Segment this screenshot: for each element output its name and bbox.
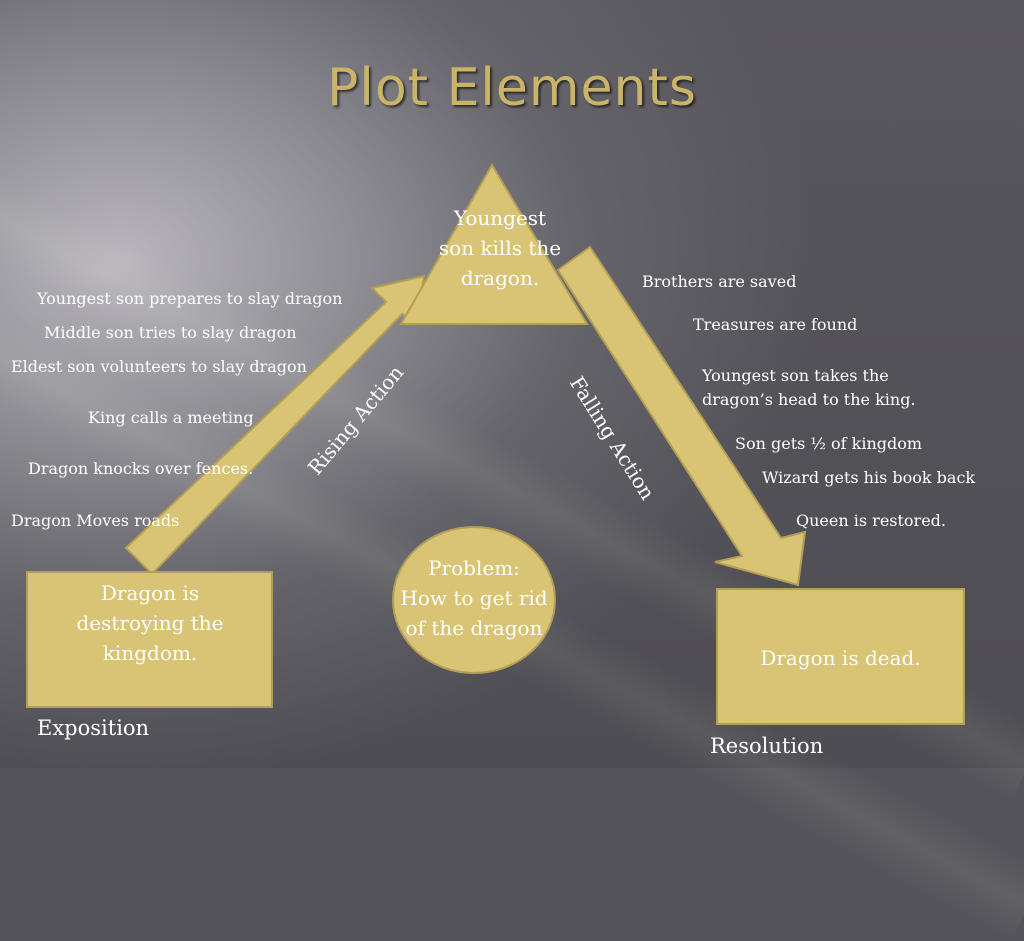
falling-action-arrow [556,245,807,587]
problem-circle [392,526,556,674]
falling-event: dragon’s head to the king. [702,390,916,409]
problem-text: Problem: How to get rid of the dragon [388,553,560,643]
rising-event: King calls a meeting [88,408,254,427]
falling-event: Wizard gets his book back [762,468,976,487]
exposition-box-text: Dragon is destroying the kingdom. [30,578,270,668]
exposition-line: Dragon is [100,581,200,605]
rising-event: Dragon knocks over fences. [28,459,254,478]
climax-line: son kills the [438,236,562,260]
climax-text: Youngest son kills the dragon. [420,203,580,293]
climax-line: dragon. [460,266,540,290]
exposition-line: kingdom. [102,641,198,665]
exposition-label: Exposition [37,716,150,740]
exposition-line: destroying the [76,611,224,635]
falling-event: Youngest son takes the [702,366,889,385]
climax-line: Youngest [453,206,547,230]
resolution-box-text: Dragon is dead. [760,646,921,670]
falling-event: Treasures are found [693,315,858,334]
problem-line: How to get rid [400,586,548,610]
falling-event: Brothers are saved [642,272,797,291]
rising-event: Youngest son prepares to slay dragon [37,289,343,308]
plot-diagram [26,163,965,725]
slide-title: Plot Elements [327,58,697,118]
rising-event: Eldest son volunteers to slay dragon [11,357,307,376]
resolution-label: Resolution [710,734,824,758]
falling-event: Son gets ½ of kingdom [735,434,923,453]
falling-event: Queen is restored. [796,511,946,530]
resolution-box [716,588,965,725]
rising-event: Dragon Moves roads [11,511,180,530]
problem-line: Problem: [428,556,520,580]
rising-event: Middle son tries to slay dragon [44,323,297,342]
exposition-box [26,571,273,708]
climax-triangle [399,163,589,325]
problem-line: of the dragon [405,616,543,640]
